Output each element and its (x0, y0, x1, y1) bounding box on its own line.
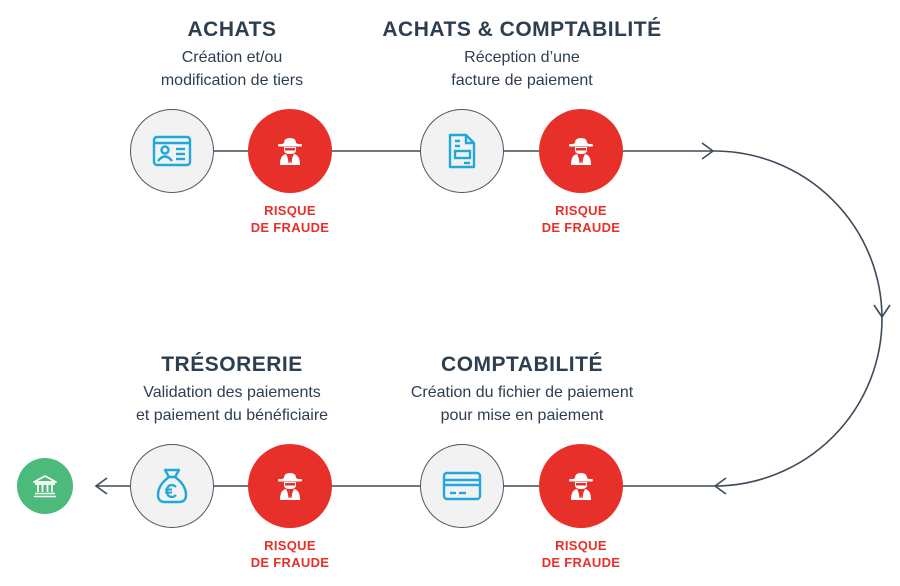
euro-money-bag-icon (156, 468, 188, 504)
spy-fraudster-icon (278, 473, 302, 500)
bottom-arrowhead-icon (713, 477, 727, 495)
return-arc (713, 150, 883, 487)
arc-arrowhead-icon (873, 304, 891, 319)
step-3-description: Création du fichier de paiement pour mis… (410, 384, 634, 424)
credit-card-icon (442, 471, 482, 501)
bank-icon (33, 475, 57, 498)
step-3-heading: COMPTABILITÉ (441, 353, 603, 376)
step-4-node (130, 444, 214, 528)
step-1-description: Création et/ou modification de tiers (160, 49, 304, 89)
step-1-risk-node (248, 109, 332, 193)
step-3-risk-label: RISQUE DE FRAUDE (541, 538, 621, 570)
spy-fraudster-icon (278, 138, 302, 165)
step-1-node (130, 109, 214, 193)
step-3-node (420, 444, 504, 528)
id-card-icon (152, 135, 192, 167)
step-4-description: Validation des paiements et paiement du … (135, 384, 329, 424)
spy-fraudster-icon (569, 473, 593, 500)
step-4-risk-node (248, 444, 332, 528)
bank-end-node (17, 458, 73, 514)
step-3-risk-node (539, 444, 623, 528)
top-arrowhead-icon (701, 142, 715, 160)
step-4-risk-label: RISQUE DE FRAUDE (250, 538, 330, 570)
step-1-heading: ACHATS (187, 18, 277, 41)
end-arrowhead-icon (94, 477, 108, 495)
step-4-heading: TRÉSORERIE (161, 353, 303, 376)
step-2-description: Réception d’une facture de paiement (451, 49, 593, 89)
step-2-risk-label: RISQUE DE FRAUDE (541, 203, 621, 235)
invoice-document-icon (448, 133, 476, 169)
step-2-risk-node (539, 109, 623, 193)
step-2-heading: ACHATS & COMPTABILITÉ (382, 18, 662, 41)
spy-fraudster-icon (569, 138, 593, 165)
step-1-risk-label: RISQUE DE FRAUDE (250, 203, 330, 235)
step-2-node (420, 109, 504, 193)
